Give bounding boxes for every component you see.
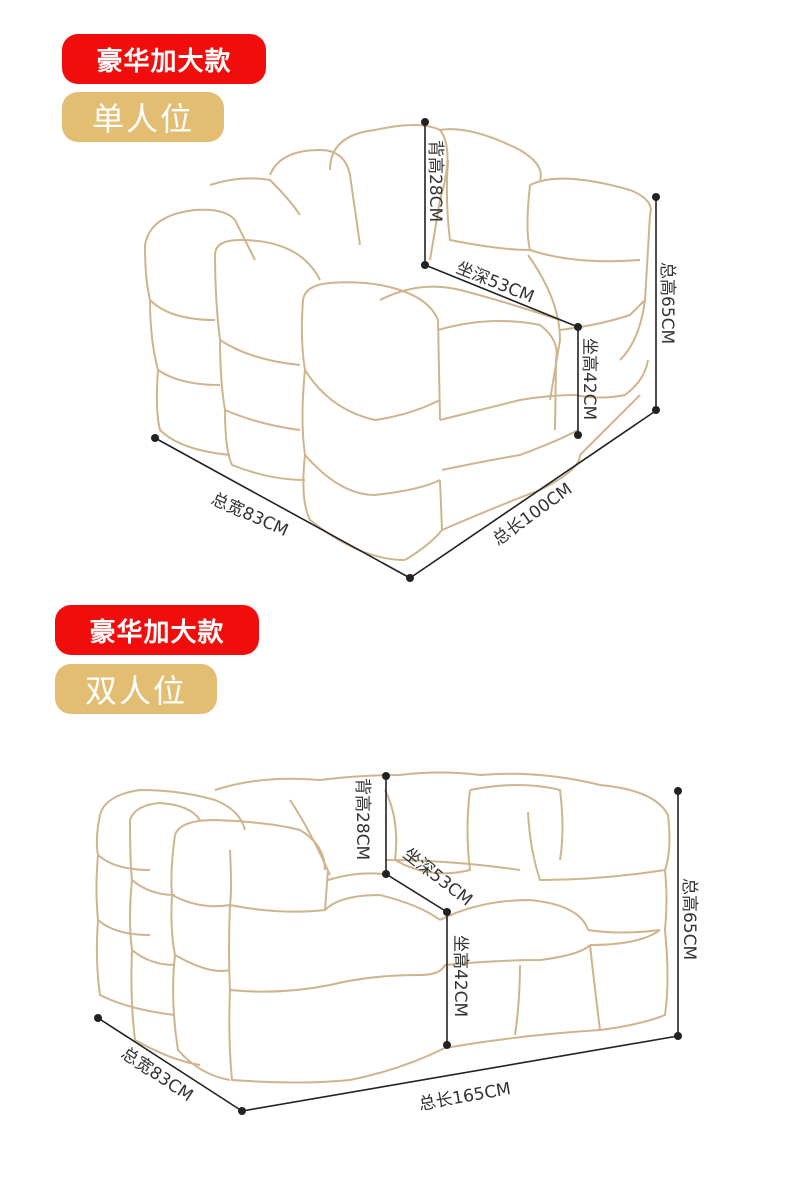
seat-type-label: 单人位: [91, 100, 194, 138]
double-back-height-label: 背高28CM: [352, 778, 372, 860]
double-total-height-label: 总高65CM: [679, 878, 699, 960]
premium-badge-label: 豪华加大款: [89, 617, 225, 648]
single-seat-height-label: 坐高42CM: [579, 338, 599, 420]
single-back-height-label: 背高28CM: [425, 140, 445, 222]
premium-badge-label: 豪华加大款: [96, 46, 232, 77]
seat-type-badge-double: 双人位: [55, 664, 217, 714]
seat-type-badge-single: 单人位: [62, 92, 224, 142]
double-seat-depth-label: 坐深53CM: [399, 844, 476, 910]
double-sofa-illustration: [95, 771, 671, 1084]
single-total-width-label: 总宽83CM: [208, 489, 291, 541]
double-seat-height-label: 坐高42CM: [450, 935, 470, 1017]
premium-badge-double: 豪华加大款: [55, 605, 259, 655]
single-total-height-label: 总高65CM: [657, 262, 677, 344]
double-dimension-lines: [94, 772, 682, 1115]
single-dimension-lines: [151, 118, 660, 582]
single-sofa-illustration: [144, 124, 652, 561]
seat-type-label: 双人位: [84, 672, 187, 710]
premium-badge-single: 豪华加大款: [62, 34, 266, 84]
double-total-length-label: 总长165CM: [417, 1079, 512, 1115]
